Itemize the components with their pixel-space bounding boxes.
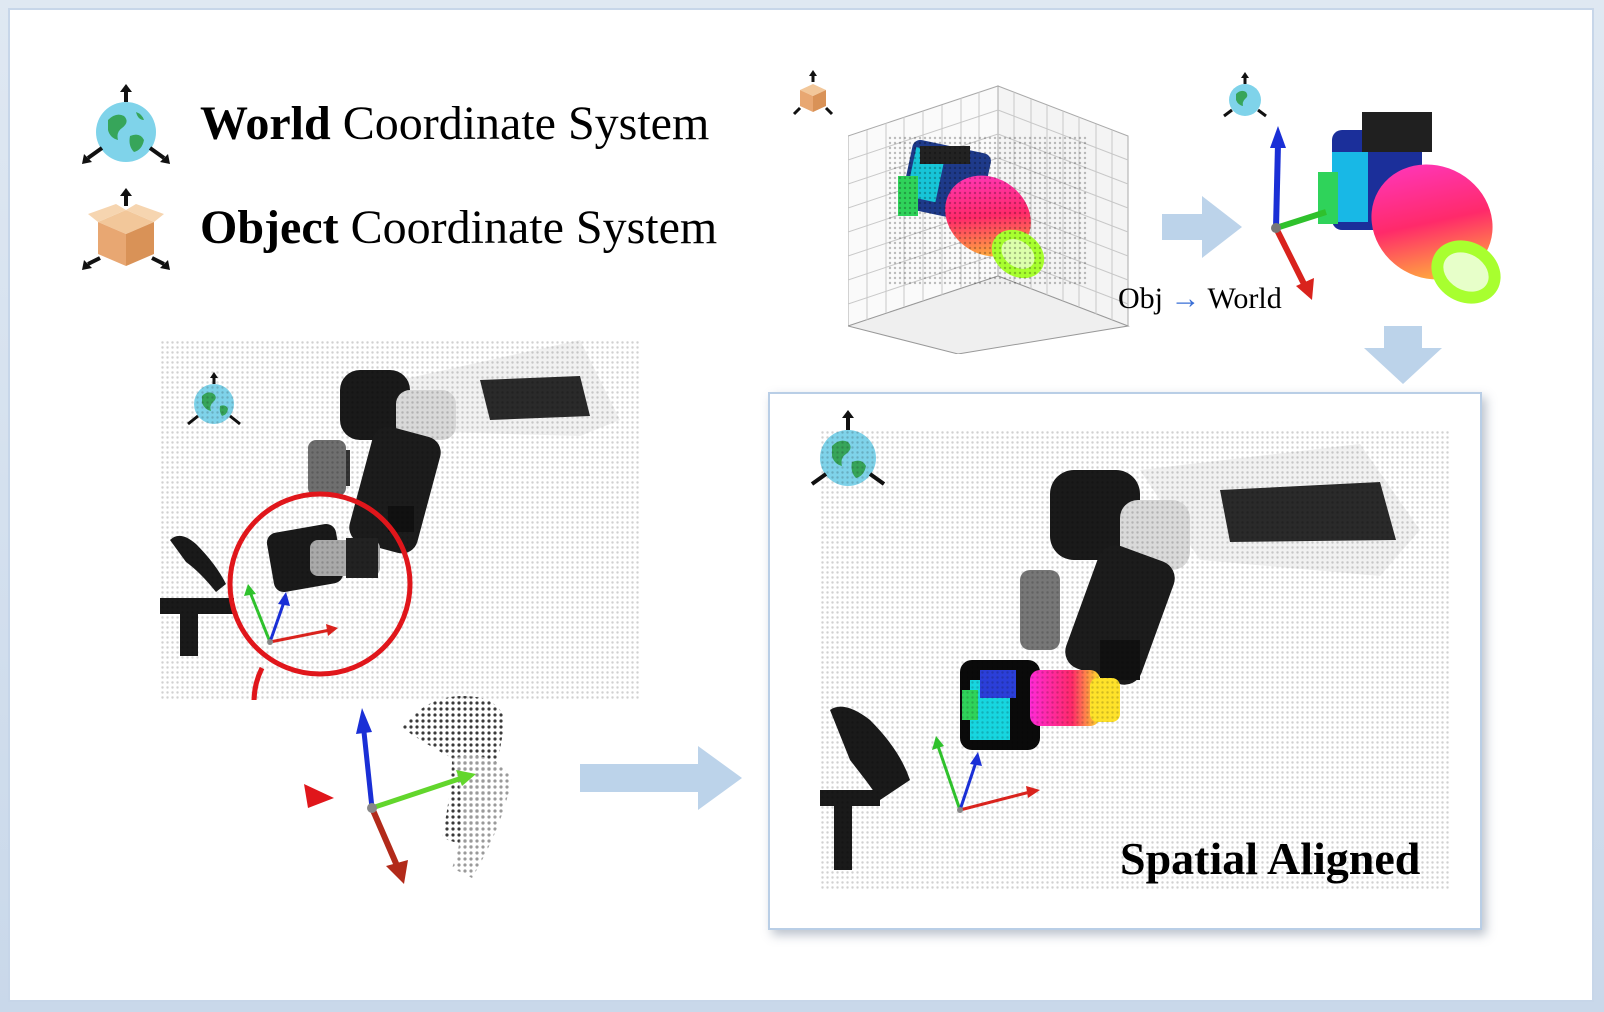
world-icon <box>82 84 170 164</box>
world-small-icon <box>1223 72 1267 118</box>
aligned-scene-point-cloud <box>820 430 1450 890</box>
flow-arrow-down <box>1364 326 1442 384</box>
flow-arrow-to-result <box>580 746 742 810</box>
object-box-icon <box>82 188 170 270</box>
object-coord-small-icon <box>792 70 834 116</box>
object-3d-grid-plot <box>848 85 1130 354</box>
extracted-object-cloud <box>356 696 512 884</box>
spatial-aligned-label: Spatial Aligned <box>1120 833 1421 884</box>
obj-to-world-label: Obj → World <box>1118 282 1282 315</box>
curved-arrow-head <box>304 784 334 808</box>
world-frame-camera-cloud <box>1270 112 1501 304</box>
robot-scene-point-cloud <box>160 340 640 700</box>
object-legend-label: Object Coordinate System <box>200 201 718 254</box>
world-legend-label: World Coordinate System <box>200 97 710 150</box>
flow-arrow-right <box>1162 196 1242 258</box>
